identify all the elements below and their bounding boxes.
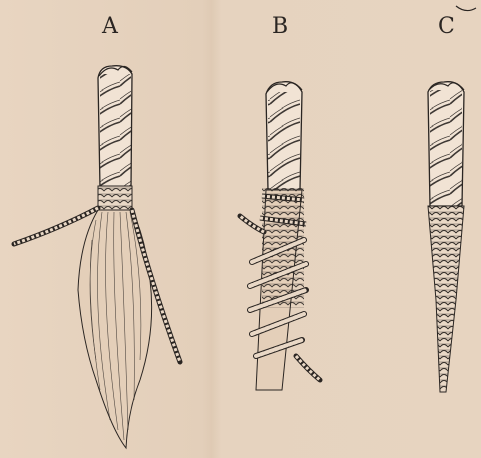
rope-c-twist <box>430 90 462 206</box>
figure-a-drawing <box>14 66 180 448</box>
figure-c-drawing <box>428 6 476 392</box>
figure-b-drawing <box>240 82 320 390</box>
rope-b-twist <box>268 92 300 190</box>
rope-a-twist <box>100 74 131 188</box>
